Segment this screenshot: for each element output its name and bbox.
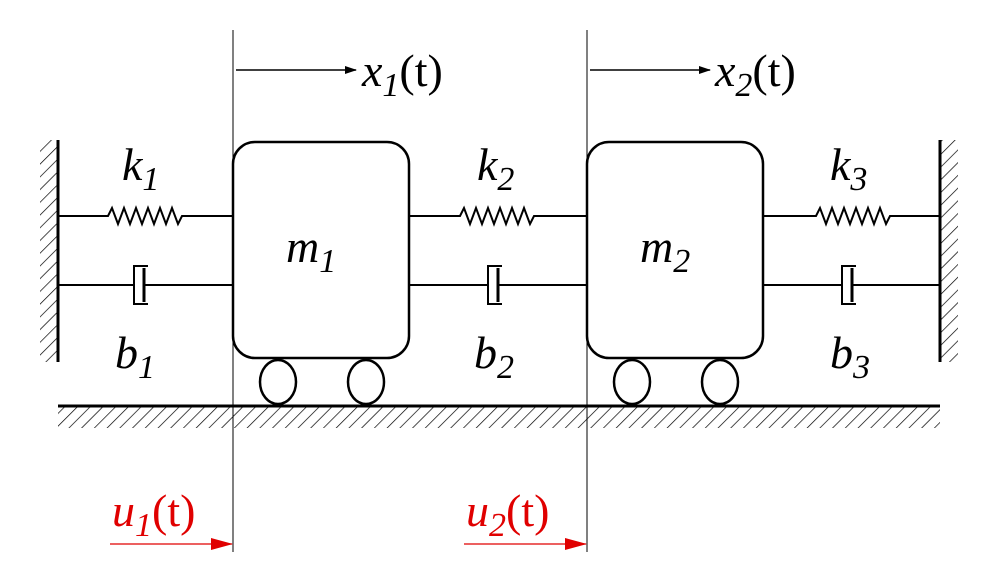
label-m1: m1 <box>286 221 336 280</box>
label-b3: b3 <box>830 327 870 386</box>
mass-m1 <box>231 140 411 360</box>
wheel-m1-right <box>346 358 386 406</box>
spring-k2 <box>409 205 587 227</box>
label-x1: x1(t) <box>361 45 443 104</box>
label-b1: b1 <box>115 327 155 386</box>
right-wall <box>938 140 958 362</box>
spring-k1 <box>58 205 233 227</box>
label-m2: m2 <box>640 221 690 280</box>
label-x2: x2(t) <box>714 45 796 104</box>
label-k1: k1 <box>122 139 159 198</box>
mass-m2 <box>585 140 765 360</box>
label-k2: k2 <box>477 139 514 198</box>
wheel-m1-left <box>258 358 298 406</box>
left-wall <box>40 140 60 362</box>
label-u2: u2(t) <box>466 485 549 544</box>
wheel-m2-left <box>612 358 652 406</box>
damper-b2 <box>409 265 587 305</box>
wheel-m2-right <box>700 358 740 406</box>
damper-b1 <box>58 265 233 305</box>
ground <box>58 404 940 428</box>
label-u1: u1(t) <box>112 485 195 544</box>
damper-b3 <box>763 265 940 305</box>
label-b2: b2 <box>474 327 514 386</box>
spring-k3 <box>763 205 940 227</box>
label-k3: k3 <box>830 139 867 198</box>
